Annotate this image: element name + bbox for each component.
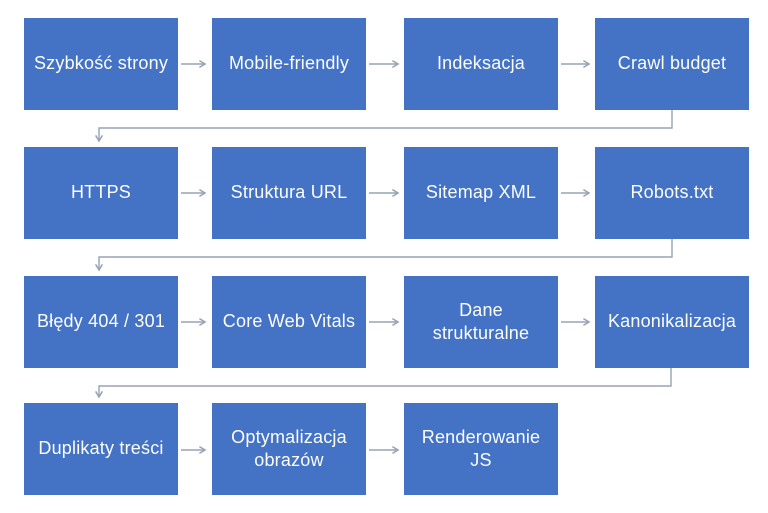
flow-node-core-web-vitals: Core Web Vitals [212, 276, 366, 368]
flow-node-bledy-404-301: Błędy 404 / 301 [24, 276, 178, 368]
elbow-row1-to-row2 [94, 110, 673, 143]
flow-node-szybkosc-strony: Szybkość strony [24, 18, 178, 110]
flow-node-sitemap-xml: Sitemap XML [404, 147, 558, 239]
flow-node-robots-txt: Robots.txt [595, 147, 749, 239]
flow-node-struktura-url: Struktura URL [212, 147, 366, 239]
elbow-row3-to-row4 [94, 368, 672, 399]
flow-node-https: HTTPS [24, 147, 178, 239]
flow-node-crawl-budget: Crawl budget [595, 18, 749, 110]
flow-node-renderowanie-js: Renderowanie JS [404, 403, 558, 495]
flow-node-dane-strukturalne: Dane strukturalne [404, 276, 558, 368]
flow-node-optymalizacja-obrazow: Optymalizacja obrazów [212, 403, 366, 495]
flow-node-mobile-friendly: Mobile-friendly [212, 18, 366, 110]
flow-node-duplikaty-tresci: Duplikaty treści [24, 403, 178, 495]
flow-node-kanonikalizacja: Kanonikalizacja [595, 276, 749, 368]
flow-node-indeksacja: Indeksacja [404, 18, 558, 110]
elbow-row2-to-row3 [94, 239, 673, 272]
